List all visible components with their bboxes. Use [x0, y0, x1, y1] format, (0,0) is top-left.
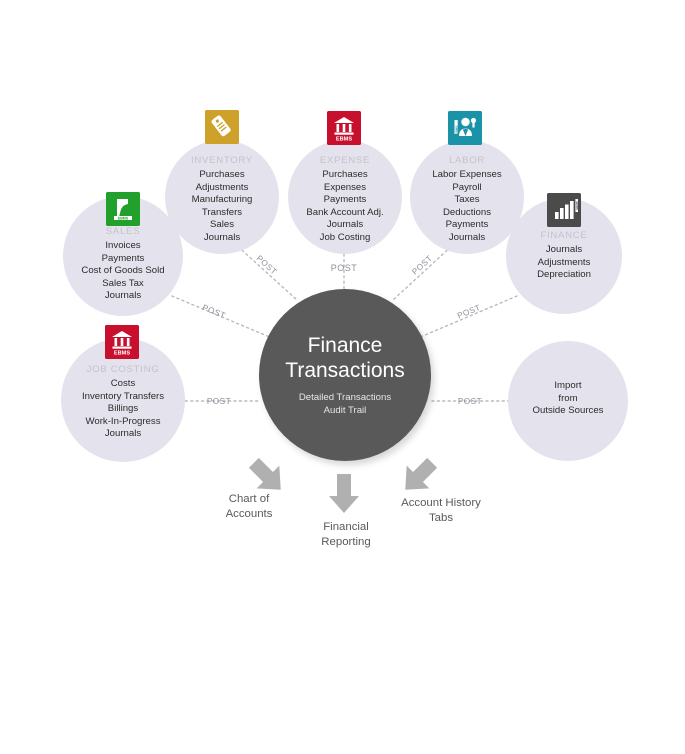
node-finance-items: Journals Adjustments Depreciation — [506, 244, 622, 282]
list-item: Transfers — [201, 206, 243, 218]
list-item: from — [558, 392, 578, 404]
list-item: Deductions — [443, 206, 491, 218]
node-labor-items: Labor Expenses Payroll Taxes Deductions … — [410, 169, 524, 245]
svg-text:EBMS: EBMS — [114, 351, 130, 357]
list-item: Payments — [445, 219, 489, 231]
connector-finance — [417, 295, 518, 339]
list-item: Payments — [101, 252, 145, 264]
post-label-labor: POST — [410, 254, 434, 277]
hub-subtitle-line2: Audit Trail — [323, 404, 367, 416]
list-item: Payroll — [452, 181, 482, 193]
list-item: Journals — [203, 231, 241, 243]
list-item: Journals — [448, 231, 486, 243]
node-expense-title: EXPENSE — [319, 155, 371, 166]
ebms-finance-chart-icon: EBMS — [547, 193, 581, 227]
arrow-down-icon — [329, 474, 359, 513]
post-label-sales: POST — [201, 303, 227, 321]
node-inventory[interactable]: INVENTORY Purchases Adjustments Manufact… — [165, 140, 279, 254]
output-financial-reporting[interactable]: Financial Reporting — [284, 520, 408, 549]
list-item: Adjustments — [537, 256, 591, 268]
connector-inventory — [233, 242, 298, 301]
node-job-costing-title: JOB COSTING — [86, 364, 160, 375]
list-item: Journals — [545, 244, 583, 255]
list-item: Outside Sources — [532, 405, 604, 417]
output-label-line2: Reporting — [321, 535, 371, 548]
connector-sales — [171, 295, 273, 339]
svg-text:EBMS: EBMS — [118, 216, 129, 220]
output-label-line2: Accounts — [225, 507, 273, 520]
list-item: Job Costing — [319, 231, 371, 243]
node-inventory-items: Purchases Adjustments Manufacturing Tran… — [165, 169, 279, 245]
node-sales-title: SALES — [105, 226, 141, 237]
list-item: Cost of Goods Sold — [81, 265, 165, 277]
list-item: Sales Tax — [102, 277, 144, 289]
post-label-import: POST — [458, 397, 482, 406]
node-inventory-title: INVENTORY — [191, 155, 253, 166]
post-label-inventory: POST — [255, 254, 279, 277]
hub-subtitle: Detailed Transactions Audit Trail — [299, 392, 391, 417]
connector-labor — [392, 242, 456, 301]
list-item: Costs — [110, 378, 136, 389]
list-item: Journals — [326, 219, 364, 231]
hub-subtitle-line1: Detailed Transactions — [298, 392, 392, 404]
list-item: Manufacturing — [191, 194, 253, 206]
node-import[interactable]: Import from Outside Sources — [508, 341, 628, 461]
list-item: Adjustments — [195, 181, 249, 193]
list-item: Expenses — [323, 181, 367, 193]
list-item: Depreciation — [537, 269, 591, 281]
ebms-inventory-tag-icon — [205, 110, 239, 144]
ebms-jobcosting-bank-icon: EBMS — [105, 325, 139, 359]
node-job-costing-items: Costs Inventory Transfers Billings Work-… — [61, 378, 185, 441]
node-labor[interactable]: LABOR Labor Expenses Payroll Taxes Deduc… — [410, 140, 524, 254]
arrow-down-left-icon — [248, 457, 281, 490]
list-item: Journals — [104, 428, 142, 440]
list-item: Taxes — [454, 194, 480, 206]
output-label-line2: Tabs — [428, 511, 454, 524]
list-item: Billings — [107, 403, 139, 415]
hub-finance-transactions[interactable]: Finance Transactions Detailed Transactio… — [259, 289, 431, 461]
hub-title-line2: Transactions — [285, 359, 405, 383]
svg-text:EBMS: EBMS — [455, 126, 459, 135]
node-finance-title: FINANCE — [540, 230, 588, 241]
hub-title-line1: Finance — [307, 334, 383, 358]
output-label-line1: Chart of — [228, 493, 270, 505]
node-labor-title: LABOR — [448, 155, 486, 166]
node-import-items: Import from Outside Sources — [508, 380, 628, 418]
output-chart-of-accounts[interactable]: Chart of Accounts — [186, 492, 312, 521]
post-label-job-costing: POST — [207, 397, 231, 406]
list-item: Sales — [210, 219, 234, 231]
hub-title: Finance Transactions — [285, 333, 404, 383]
ebms-labor-worker-icon: EBMS — [448, 111, 482, 145]
list-item: Work-In-Progress — [85, 415, 161, 427]
output-label-line1: Financial — [323, 521, 369, 533]
list-item: Journals — [104, 290, 142, 302]
list-item: Bank Account Adj. — [306, 206, 384, 218]
node-finance[interactable]: FINANCE Journals Adjustments Depreciatio… — [506, 198, 622, 314]
node-expense[interactable]: EXPENSE Purchases Expenses Payments Bank… — [288, 140, 402, 254]
list-item: Inventory Transfers — [81, 390, 165, 402]
list-item: Labor Expenses — [432, 169, 502, 180]
list-item: Purchases — [199, 169, 245, 180]
list-item: Invoices — [105, 240, 141, 251]
list-item: Import — [554, 380, 582, 391]
output-account-history-tabs[interactable]: Account History Tabs — [374, 496, 508, 525]
post-label-expense: POST — [331, 263, 358, 273]
output-label-line1: Account History — [401, 497, 481, 509]
list-item: Payments — [323, 194, 367, 206]
svg-text:EBMS: EBMS — [336, 137, 352, 143]
post-label-finance: POST — [456, 303, 482, 321]
arrow-down-right-icon — [405, 457, 438, 490]
ebms-sales-icon: EBMS — [106, 192, 140, 226]
node-sales-items: Invoices Payments Cost of Goods Sold Sal… — [63, 240, 183, 303]
list-item: Purchases — [322, 169, 368, 180]
ebms-expense-bank-icon: EBMS — [327, 111, 361, 145]
node-expense-items: Purchases Expenses Payments Bank Account… — [288, 169, 402, 245]
svg-text:EBMS: EBMS — [575, 201, 579, 209]
